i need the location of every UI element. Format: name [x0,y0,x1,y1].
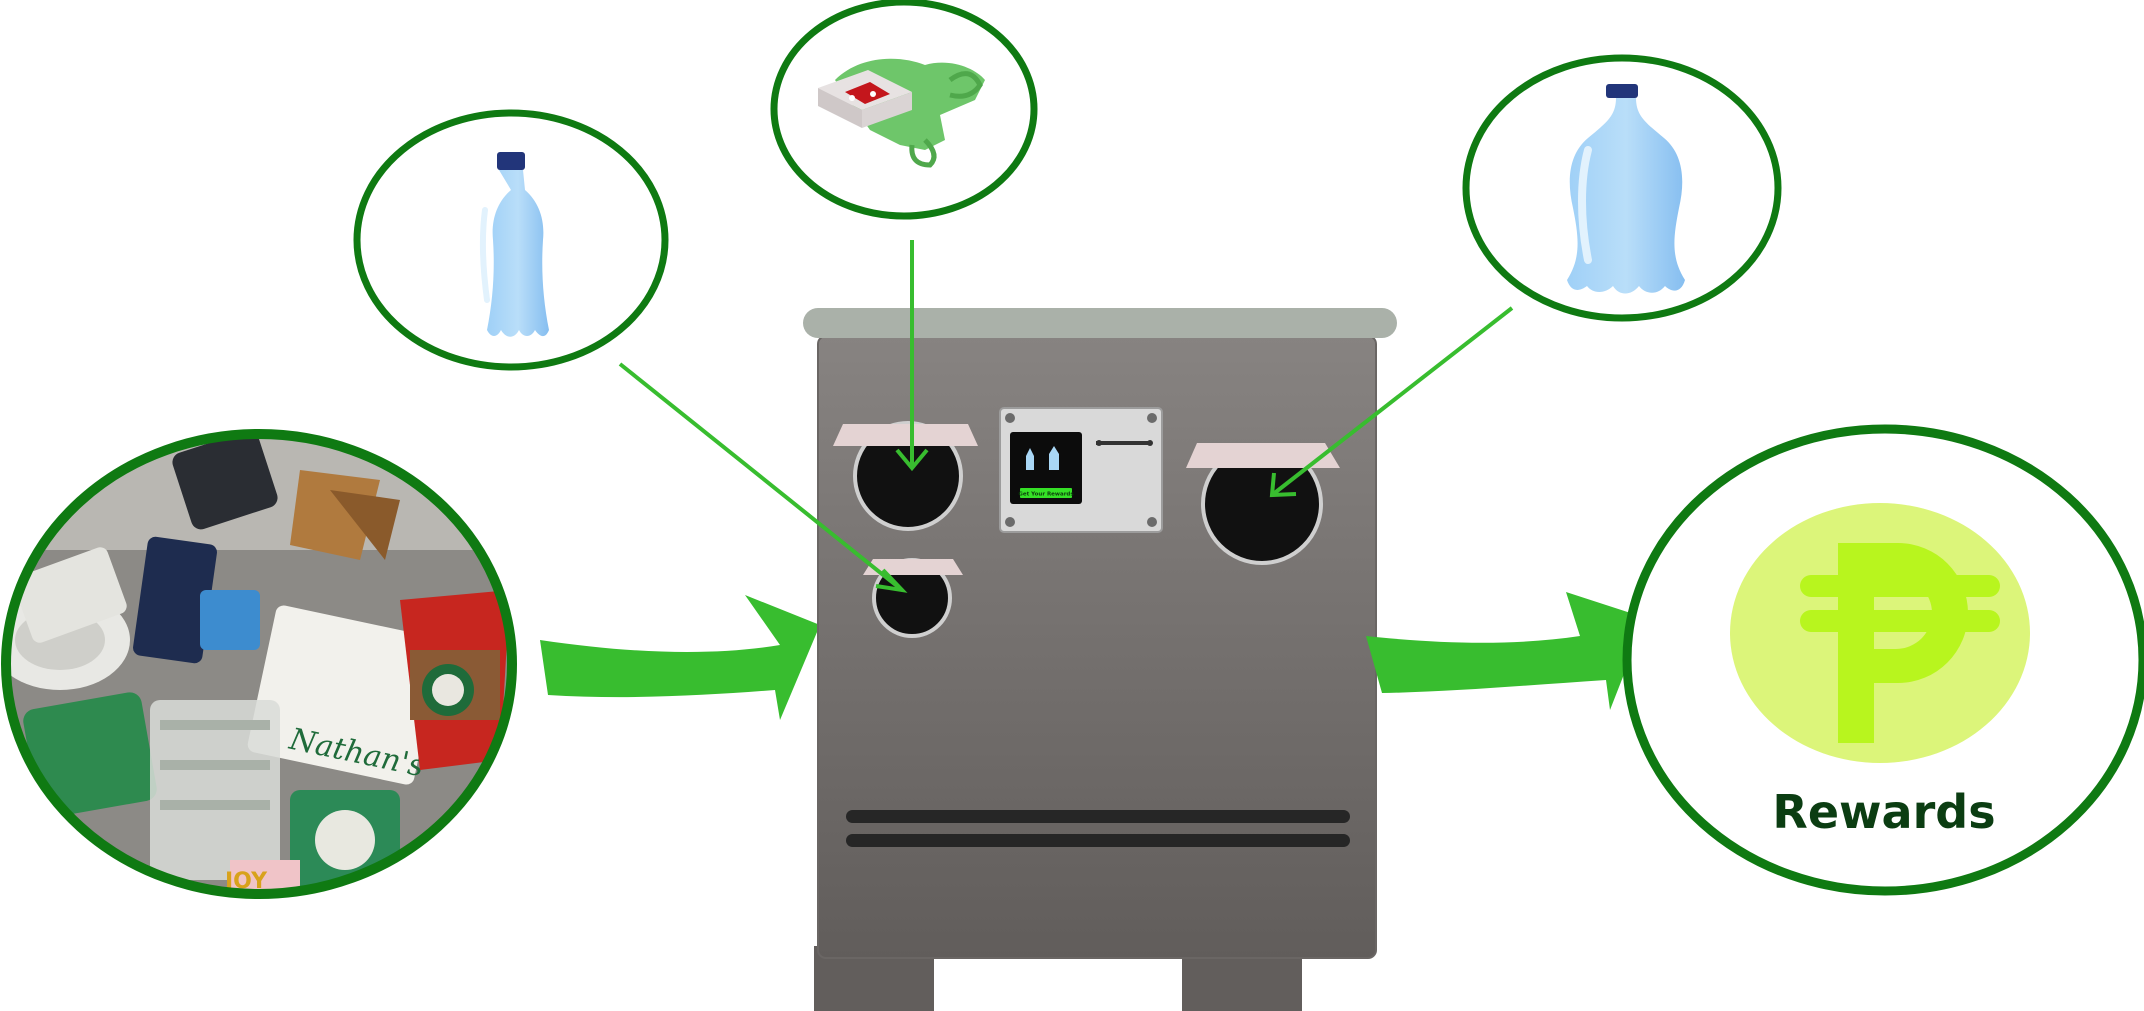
arrow-waste-to-machine [540,595,820,720]
small-bottle-circle [353,109,669,371]
bag-container-slot [833,421,978,531]
small-bottle-icon [1026,448,1034,470]
vent-slot [846,810,1350,823]
vent-slot [846,834,1350,847]
small-plastic-bottle-icon [479,152,549,337]
peso-sign-icon [1800,543,2000,743]
waste-pile-circle: Nathan's JOY [1,429,517,899]
large-bottle-circle [1462,54,1782,322]
plastic-bag-and-food-container-icon [818,58,985,168]
rewards-label: Rewards [1772,785,1995,839]
arrow-machine-to-rewards [1366,592,1646,710]
get-rewards-button[interactable] [1020,488,1072,498]
large-plastic-bottle-icon [1567,84,1685,294]
reverse-vending-machine: Get Your Rewards [803,308,1397,1011]
arrow-bag-to-slot [895,240,929,472]
peso-coin-icon [1730,503,2030,763]
rewards-circle: Rewards [1622,424,2144,896]
bag-container-circle [770,0,1038,220]
touch-screen[interactable]: Get Your Rewards [1010,432,1082,504]
get-rewards-button-label: Get Your Rewards [1018,492,1074,498]
control-panel: Get Your Rewards [999,407,1163,533]
large-bottle-slot [1186,443,1340,565]
large-bottle-icon [1049,446,1059,470]
arrow-large-bottle-to-slot [1269,306,1514,498]
arrow-small-bottle-to-slot [618,362,908,593]
